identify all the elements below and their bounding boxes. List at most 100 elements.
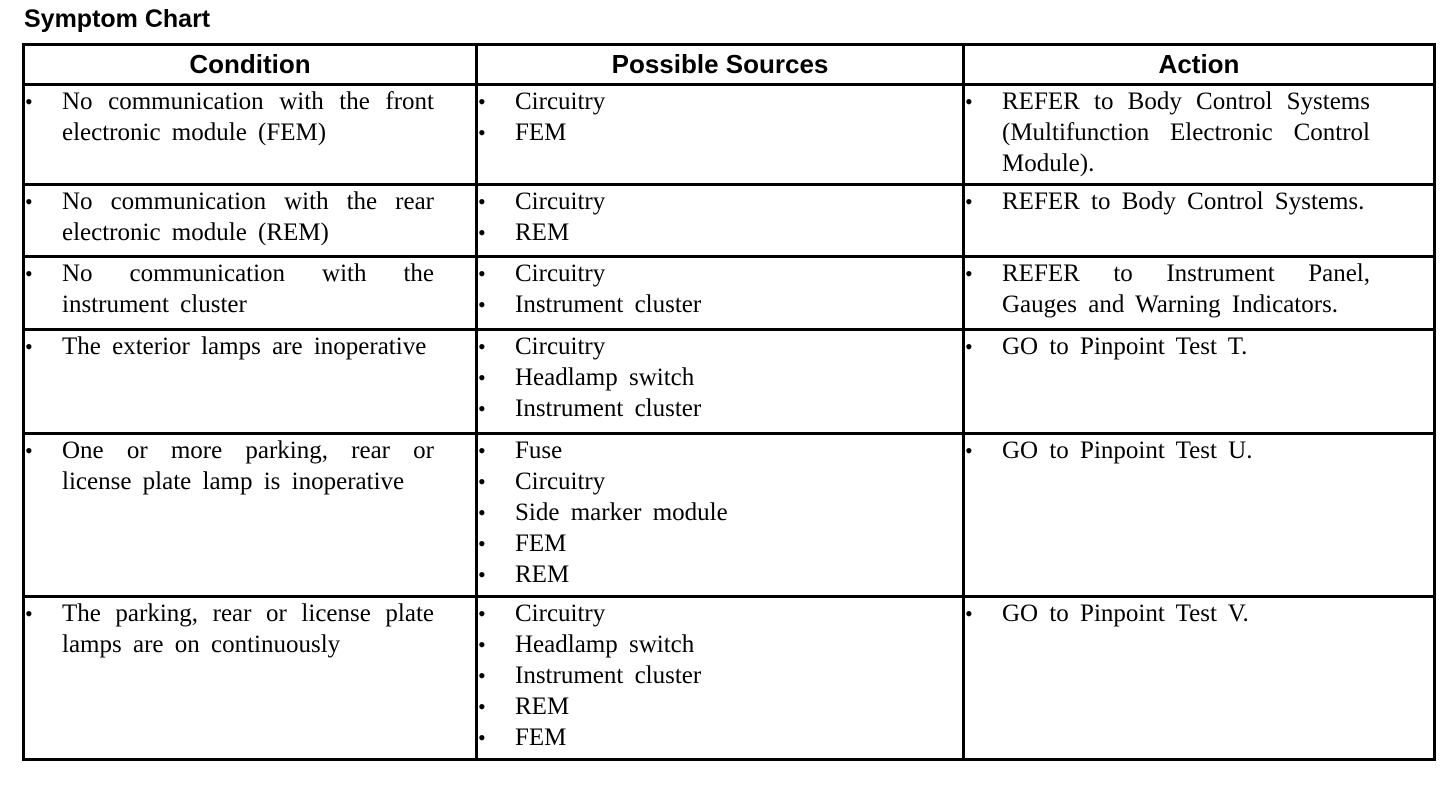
bullet-list: • GO to Pinpoint Test U. (965, 435, 1433, 466)
bullet-item: • REM (478, 691, 962, 722)
symptom-chart-table: Condition Possible Sources Action • No co… (22, 43, 1436, 761)
action-cell: • GO to Pinpoint Test U. (962, 432, 1436, 598)
bullet-item: •Instrument cluster (478, 289, 962, 320)
bullet-list: •Circuitry•REM (478, 186, 962, 248)
bullet-icon: • (25, 334, 33, 359)
bullet-icon: • (478, 89, 486, 114)
bullet-item: •Fuse (478, 435, 962, 466)
cell-text: REM (515, 561, 570, 588)
bullet-icon: • (478, 663, 486, 688)
cell-text: Circuitry (515, 468, 606, 495)
bullet-icon: • (478, 500, 486, 525)
bullet-icon: • (965, 89, 973, 114)
cell-text: Instrument cluster (515, 662, 702, 689)
bullet-item: •Circuitry (478, 331, 962, 362)
bullet-icon: • (478, 396, 486, 421)
bullet-item: •Circuitry (478, 186, 962, 217)
cell-text: Circuitry (515, 333, 606, 360)
bullet-icon: • (478, 365, 486, 390)
table-header-row: Condition Possible Sources Action (22, 43, 1436, 86)
symptom-table-body: • No communication with the front electro… (22, 83, 1436, 761)
bullet-icon: • (478, 725, 486, 750)
cell-text: Headlamp switch (515, 364, 695, 391)
cell-text: GO to Pinpoint Test U. (1002, 437, 1253, 464)
bullet-list: •Circuitry•Headlamp switch•Instrument cl… (478, 331, 962, 424)
bullet-list: • REFER to Body Control Systems (Multifun… (965, 86, 1433, 179)
bullet-list: •Circuitry•Instrument cluster (478, 258, 962, 320)
cell-text: No communication with the front electron… (62, 88, 434, 146)
cell-text: Circuitry (515, 600, 606, 627)
table-row: • No communication with the instrument cl… (22, 255, 1436, 331)
cell-text: REM (515, 219, 570, 246)
bullet-icon: • (478, 632, 486, 657)
sources-cell: •Circuitry•Instrument cluster (475, 255, 965, 331)
table-row: •The exterior lamps are inoperative•Circ… (22, 328, 1436, 435)
cell-text: The parking, rear or license plate lamps… (62, 600, 434, 658)
bullet-list: •Circuitry•FEM (478, 86, 962, 148)
condition-cell: •The exterior lamps are inoperative (22, 328, 478, 435)
bullet-list: • No communication with the front electro… (25, 86, 475, 148)
bullet-item: •No communication with the instrument cl… (25, 258, 475, 320)
bullet-item: •Circuitry (478, 86, 962, 117)
bullet-list: •No communication with the instrument cl… (25, 258, 475, 320)
document-page: Symptom Chart Condition Possible Sources… (22, 5, 1436, 761)
bullet-list: •REFER to Instrument Panel, Gauges and W… (965, 258, 1433, 320)
column-header-possible-sources: Possible Sources (475, 43, 965, 86)
bullet-list: • GO to Pinpoint Test T. (965, 331, 1433, 362)
bullet-item: •REM (478, 217, 962, 248)
bullet-icon: • (965, 189, 973, 214)
cell-text: REM (515, 693, 570, 720)
bullet-item: •FEM (478, 528, 962, 559)
bullet-item: •The parking, rear or license plate lamp… (25, 598, 475, 660)
condition-cell: • No communication with the rear electron… (22, 183, 478, 258)
bullet-item: •The exterior lamps are inoperative (25, 331, 475, 362)
bullet-icon: • (965, 438, 973, 463)
bullet-icon: • (478, 601, 486, 626)
cell-text: Headlamp switch (515, 631, 695, 658)
condition-cell: •The parking, rear or license plate lamp… (22, 595, 478, 761)
sources-cell: •Fuse•Circuitry•Side marker module•FEM•R… (475, 432, 965, 598)
bullet-icon: • (965, 261, 973, 286)
action-cell: • REFER to Body Control Systems (Multifun… (962, 83, 1436, 186)
bullet-list: • No communication with the rear electron… (25, 186, 475, 248)
cell-text: Circuitry (515, 260, 606, 287)
bullet-icon: • (25, 189, 33, 214)
cell-text: REFER to Body Control Systems (Multifunc… (1002, 88, 1370, 177)
bullet-item: • Headlamp switch (478, 362, 962, 393)
action-cell: •REFER to Instrument Panel, Gauges and W… (962, 255, 1436, 331)
page-title: Symptom Chart (24, 5, 211, 33)
column-header-condition: Condition (22, 43, 478, 86)
sources-cell: • Circuitry • Headlamp switch • Instrument cl… (475, 595, 965, 761)
bullet-icon: • (25, 89, 33, 114)
cell-text: No communication with the instrument clu… (62, 260, 434, 318)
bullet-item: • Instrument cluster (478, 660, 962, 691)
sources-cell: •Circuitry•Headlamp switch•Instrument cl… (475, 328, 965, 435)
bullet-item: • Circuitry (478, 598, 962, 629)
bullet-item: • FEM (478, 722, 962, 753)
cell-text: FEM (515, 724, 567, 751)
cell-text: Circuitry (515, 188, 606, 215)
bullet-icon: • (478, 438, 486, 463)
cell-text: FEM (515, 119, 567, 146)
cell-text: Instrument cluster (515, 291, 702, 318)
bullet-icon: • (965, 334, 973, 359)
cell-text: No communication with the rear electroni… (62, 188, 434, 246)
table-row: • No communication with the rear electron… (22, 183, 1436, 258)
action-cell: •REFER to Body Control Systems. (962, 183, 1436, 258)
bullet-icon: • (478, 694, 486, 719)
cell-text: GO to Pinpoint Test T. (1002, 333, 1248, 360)
bullet-item: •REFER to Body Control Systems. (965, 186, 1433, 217)
bullet-item: •Circuitry (478, 258, 962, 289)
bullet-item: •FEM (478, 117, 962, 148)
bullet-icon: • (478, 469, 486, 494)
sources-cell: •Circuitry•FEM (475, 83, 965, 186)
bullet-item: •GO to Pinpoint Test V. (965, 598, 1433, 629)
column-header-action: Action (962, 43, 1436, 86)
bullet-list: •Fuse•Circuitry•Side marker module•FEM•R… (478, 435, 962, 590)
bullet-list: •GO to Pinpoint Test V. (965, 598, 1433, 629)
bullet-item: • No communication with the rear electron… (25, 186, 475, 248)
bullet-list: •REFER to Body Control Systems. (965, 186, 1433, 217)
table-row: • No communication with the front electro… (22, 83, 1436, 186)
bullet-item: • No communication with the front electro… (25, 86, 475, 148)
condition-cell: •One or more parking, rear or license pl… (22, 432, 478, 598)
